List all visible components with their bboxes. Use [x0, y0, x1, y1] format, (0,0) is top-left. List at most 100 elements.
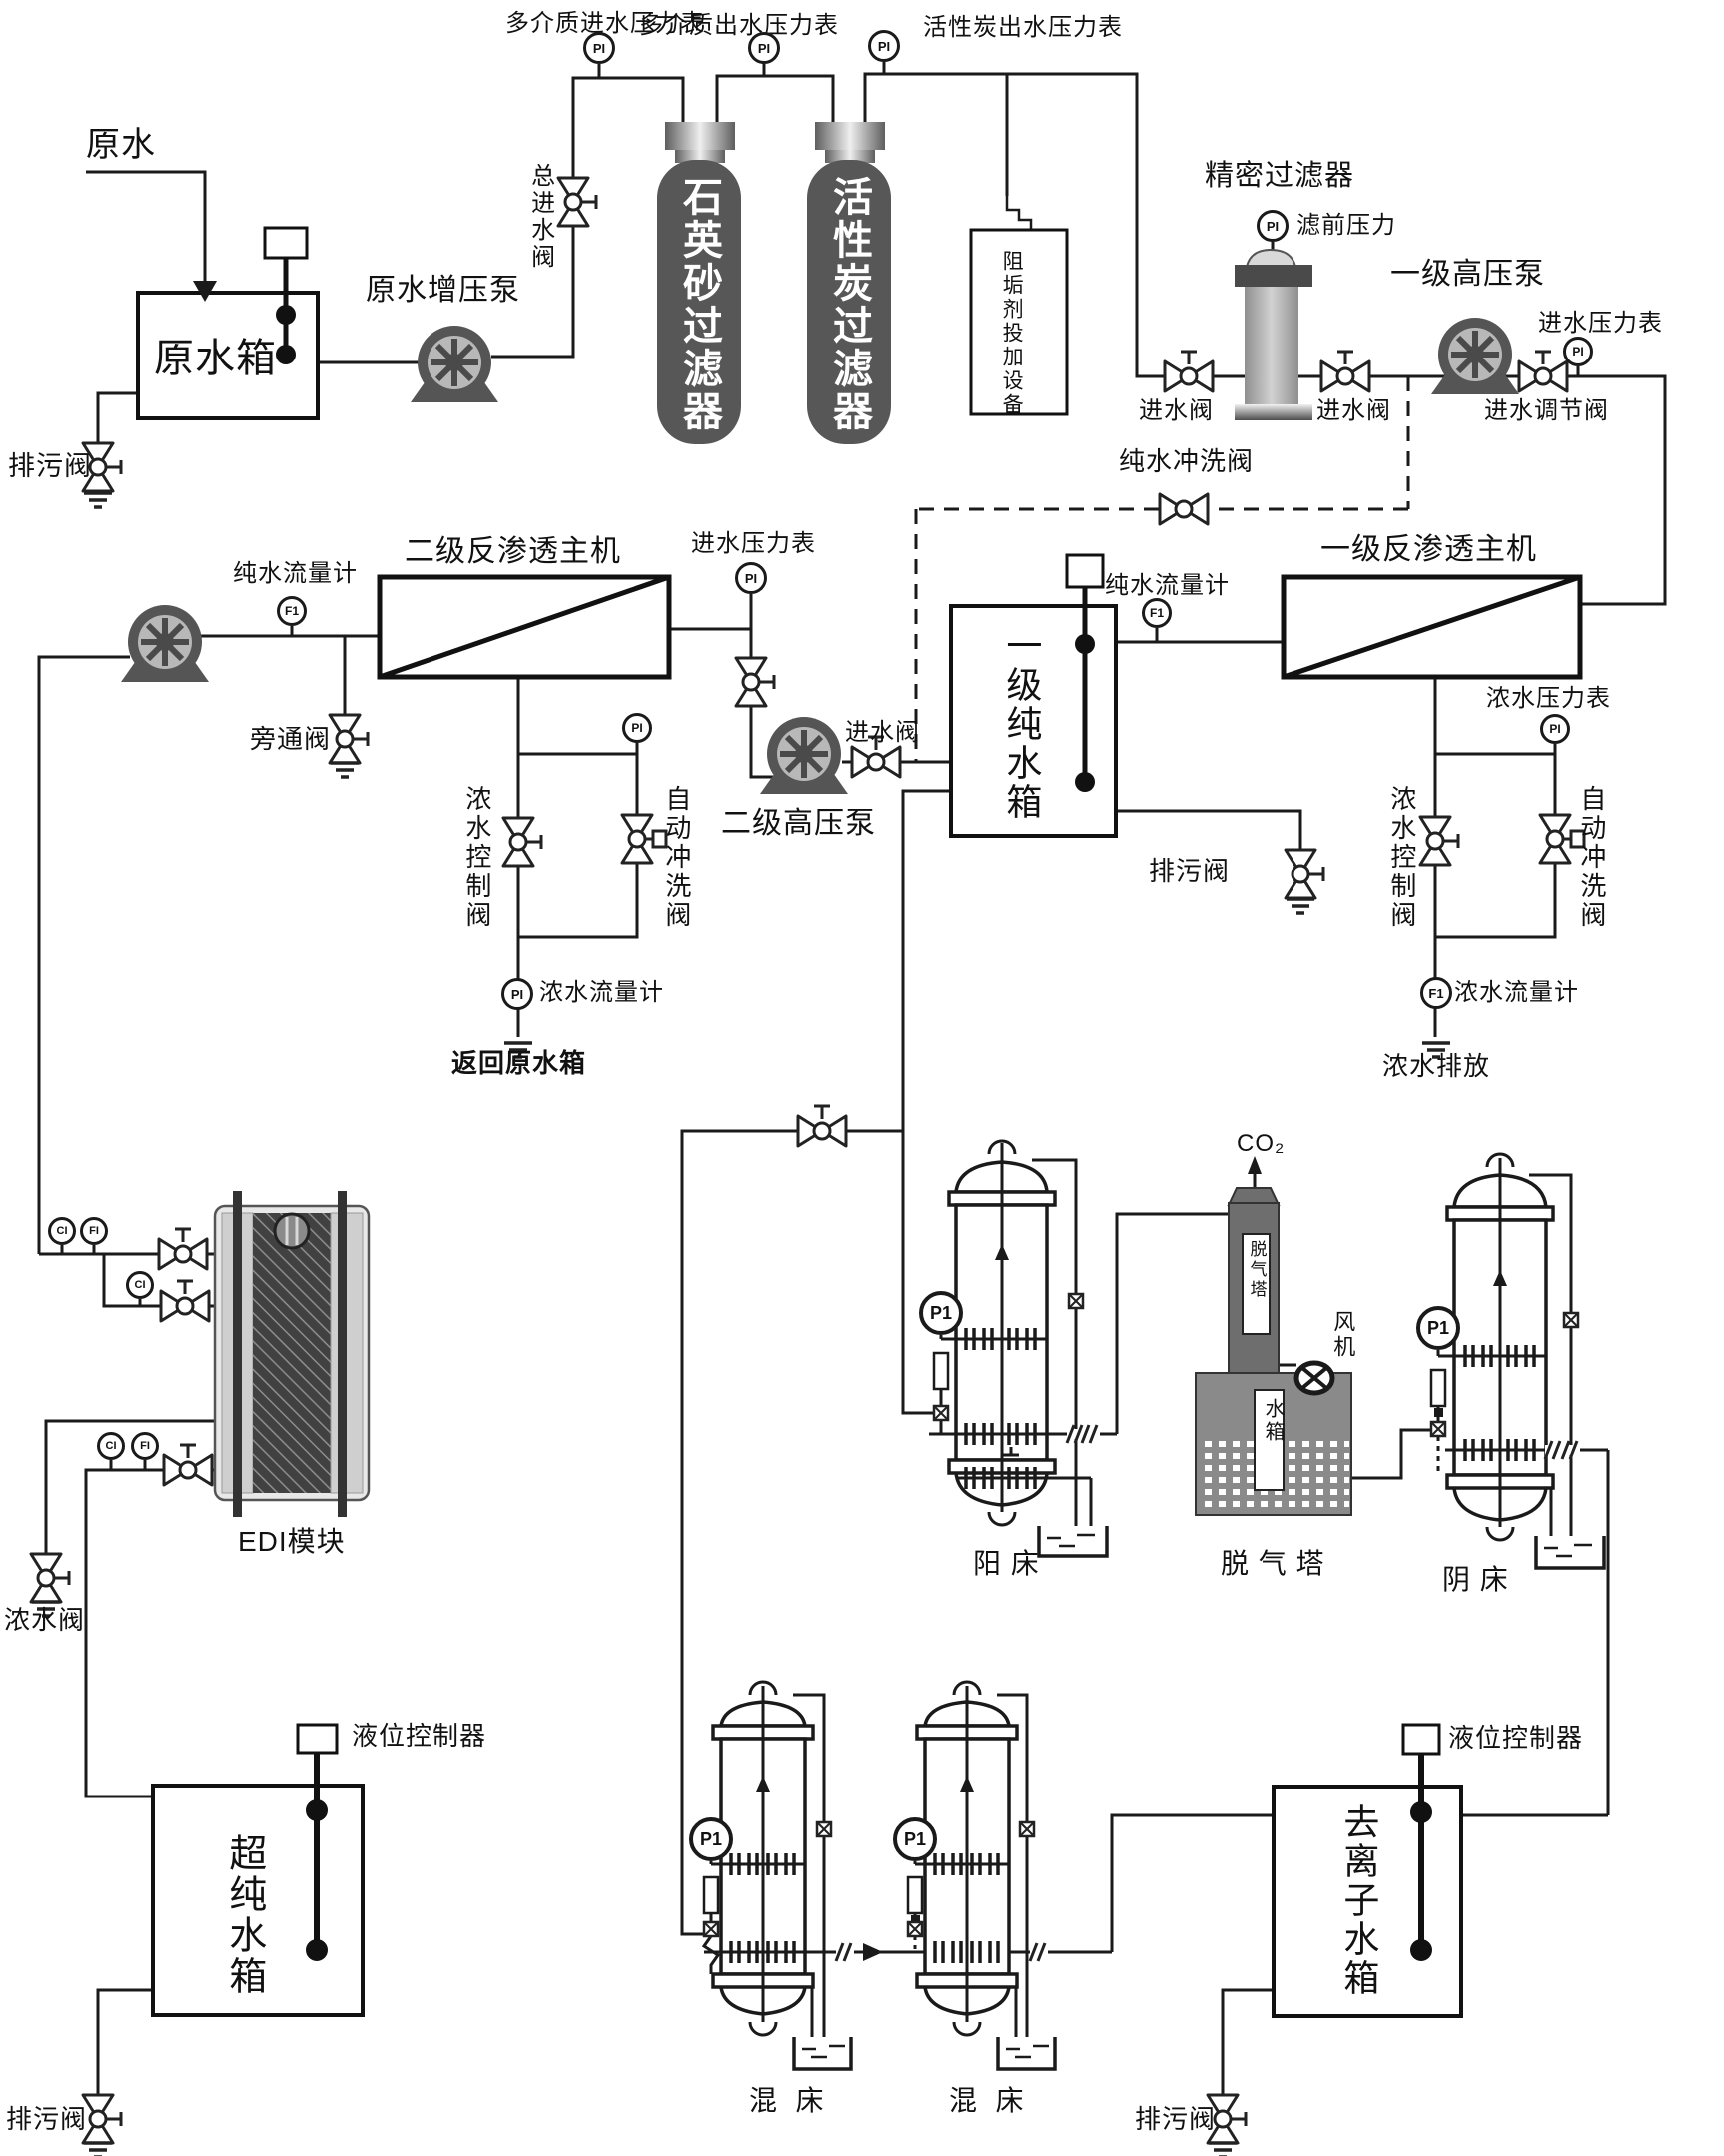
- label-pure-flow-2: 纯水流量计: [233, 560, 358, 587]
- degasser-tower: [1227, 1156, 1281, 1376]
- gauge-pi-prefilter: PI: [1257, 210, 1289, 242]
- antiscalant-device: [969, 228, 1069, 416]
- label-level-controller-1: 液位控制器: [352, 1721, 487, 1751]
- label-hp-pump-2: 二级高压泵: [721, 807, 876, 840]
- hp-pump-1-icon: [1431, 318, 1519, 394]
- label-inlet-reg-valve: 进水调节阀: [1484, 397, 1609, 424]
- gauge-fi-edi-out: FI: [131, 1432, 159, 1460]
- label-prefilter-pressure: 滤前压力: [1296, 212, 1396, 239]
- label-edi-module: EDI模块: [238, 1526, 346, 1557]
- label-inlet-valve-2: 进水阀: [845, 719, 920, 746]
- label-anion-bed: 阴 床: [1442, 1564, 1509, 1595]
- level-switch-box: [296, 1723, 339, 1755]
- label-inlet-valve-left: 进水阀: [1139, 397, 1214, 424]
- label-ro2-title: 二级反渗透主机: [405, 535, 621, 568]
- label-conc-discharge: 浓水排放: [1382, 1051, 1491, 1080]
- anion-bed-vessel: [1429, 1152, 1608, 1570]
- label-water-tank-box: 水箱: [1262, 1398, 1284, 1444]
- label-conc-flow-l: 浓水流量计: [539, 979, 664, 1006]
- gauge-ci-edi-out: CI: [97, 1432, 125, 1460]
- ro-stage2-unit: [377, 574, 672, 680]
- label-bypass-valve: 旁通阀: [250, 724, 332, 754]
- transfer-pump-icon: [121, 605, 209, 682]
- ro-stage1-unit: [1281, 574, 1583, 680]
- label-ultrapure-tank: 超纯水箱: [222, 1833, 265, 1997]
- degasser-water-tank: [1195, 1372, 1352, 1516]
- label-conc-ctrl-valve-l: 浓水控制阀: [461, 785, 492, 930]
- di-water-tank: [1272, 1723, 1463, 2018]
- label-tank-1: 一级纯水箱: [1001, 627, 1043, 822]
- flow-arrow-icon: [193, 281, 217, 302]
- level-switch-box: [263, 226, 309, 260]
- label-mixed-bed-2: 混 床: [949, 2085, 1025, 2116]
- label-inlet-gauge-1: 进水压力表: [1538, 310, 1663, 337]
- label-raw-water: 原水: [86, 126, 156, 164]
- gauge-fi-edi-in1: FI: [80, 1217, 108, 1245]
- label-drain-valve-3: 排污阀: [6, 2104, 88, 2134]
- gauge-pi-conc-flow-l: PI: [501, 978, 533, 1010]
- label-precision-filter: 精密过滤器: [1205, 160, 1355, 192]
- gauge-fi-pure-2: F1: [277, 596, 307, 626]
- gauge-p1-cation: P1: [919, 1291, 963, 1335]
- label-fan: 风机: [1330, 1310, 1356, 1360]
- label-hp-pump-1: 一级高压泵: [1390, 258, 1545, 291]
- mixed-bed-1-vessel: [701, 1680, 853, 2071]
- gauge-ci-edi-in1: CI: [48, 1217, 76, 1245]
- ultrapure-tank: [151, 1723, 365, 2017]
- gauge-pi-mm-out: PI: [748, 32, 780, 64]
- label-return-raw-tank: 返回原水箱: [451, 1048, 587, 1078]
- gauge-pi-ac-out: PI: [868, 30, 900, 62]
- label-mm-outlet-gauge: 多介质出水压力表: [639, 12, 839, 39]
- gauge-p1-mixed-1: P1: [689, 1817, 733, 1861]
- edi-porthole-icon: [273, 1212, 311, 1250]
- activated-carbon-filter: [807, 122, 891, 444]
- label-quartz-filter: 石英砂过滤器: [677, 176, 721, 433]
- quartz-sand-filter: [657, 122, 741, 444]
- blower-fan-icon: [1293, 1360, 1335, 1396]
- label-pure-flow-1: 纯水流量计: [1105, 572, 1230, 599]
- label-inlet-valve-right: 进水阀: [1316, 397, 1391, 424]
- label-drain-valve-2: 排污阀: [1149, 856, 1231, 886]
- label-drain-valve-4: 排污阀: [1135, 2104, 1217, 2134]
- piping-solid: [37, 62, 1667, 2137]
- gauge-ci-edi-in2: CI: [126, 1271, 154, 1299]
- gauge-pi-mm-in: PI: [583, 32, 615, 64]
- label-conc-flow-r: 浓水流量计: [1454, 979, 1579, 1006]
- level-switch-box: [1065, 553, 1105, 589]
- label-drain-valve-1: 排污阀: [8, 451, 92, 481]
- label-conc-valve: 浓水阀: [4, 1605, 86, 1635]
- label-raw-tank: 原水箱: [154, 337, 277, 380]
- label-di-tank: 去离子水箱: [1338, 1803, 1380, 1998]
- mixed-bed-2-vessel: [906, 1680, 1057, 2071]
- level-switch-box: [1401, 1723, 1441, 1756]
- label-conc-ctrl-valve-r: 浓水控制阀: [1386, 785, 1417, 930]
- precision-filter-vessel: [1235, 248, 1312, 420]
- raw-booster-pump-icon: [411, 326, 498, 402]
- label-degasser: 脱 气 塔: [1221, 1548, 1325, 1579]
- stage1-pure-tank: [949, 553, 1118, 838]
- label-conc-pressure: 浓水压力表: [1486, 685, 1611, 712]
- gauge-pi-inlet-2: PI: [735, 562, 767, 594]
- gauge-fi-conc-flow-r: F1: [1420, 977, 1452, 1009]
- label-degasser-box: 脱气塔: [1247, 1240, 1267, 1300]
- label-carbon-filter: 活性炭过滤器: [827, 176, 871, 433]
- hp-pump-2-icon: [760, 717, 848, 794]
- gauge-pi-conc-pressure: PI: [1540, 714, 1570, 744]
- gauge-pi-flush-branch: PI: [622, 713, 652, 743]
- label-co2: CO₂: [1237, 1130, 1286, 1157]
- cation-bed-vessel: [929, 1139, 1117, 1558]
- label-auto-flush-valve-r: 自动冲洗阀: [1576, 785, 1607, 930]
- label-ac-outlet-gauge: 活性炭出水压力表: [923, 14, 1123, 41]
- label-antiscalant: 阻垢剂投加设备: [1000, 250, 1024, 417]
- edi-module: [213, 1191, 371, 1517]
- label-mixed-bed-1: 混 床: [749, 2085, 825, 2116]
- flush-line-dashed: [914, 376, 1410, 762]
- label-auto-flush-valve-l: 自动冲洗阀: [661, 785, 692, 930]
- gauge-pi-inlet-1: PI: [1563, 337, 1593, 366]
- flow-arrow-icon: [863, 1943, 883, 1961]
- gauge-p1-mixed-2: P1: [893, 1817, 937, 1861]
- label-cation-bed: 阳 床: [973, 1548, 1040, 1579]
- label-booster-pump: 原水增压泵: [366, 274, 520, 307]
